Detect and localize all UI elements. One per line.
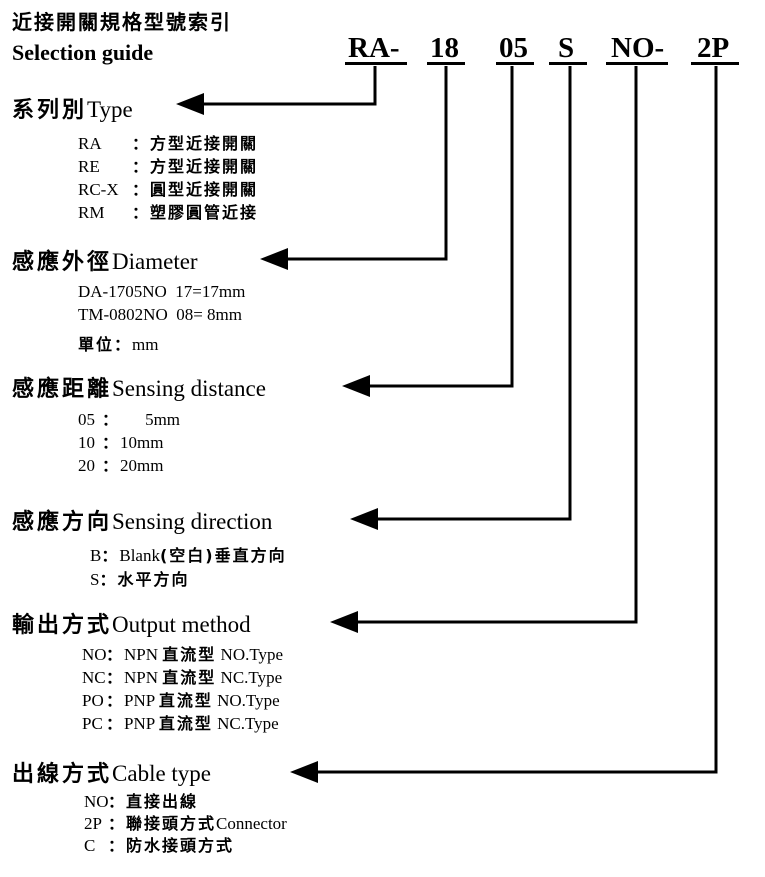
heading-zh: 感應距離 xyxy=(12,377,113,402)
list-item: PC：PNP 直流型 NC.Type xyxy=(82,714,279,733)
heading-en: Sensing distance xyxy=(112,376,266,401)
connector-line-distance xyxy=(366,66,514,388)
code-underline-distance xyxy=(496,62,534,65)
code-segment-diameter: 18 xyxy=(430,32,459,64)
list-item: TM-0802NO 08= 8mm xyxy=(78,305,242,324)
list-item: 單位：mm xyxy=(78,335,159,354)
arrow-head-diameter xyxy=(260,248,288,270)
title-chinese: 近接開關規格型號索引 xyxy=(12,10,232,34)
heading-en: Diameter xyxy=(112,249,198,274)
list-item: 05：5mm xyxy=(78,410,181,429)
code-segment-output: NO- xyxy=(611,32,665,64)
code-underline-series xyxy=(345,62,407,65)
section-type-heading: 系列別Type xyxy=(12,92,133,124)
connector-line-direction xyxy=(374,66,572,521)
section-distance-heading: 感應距離Sensing distance xyxy=(12,371,266,403)
list-item: NO：NPN 直流型 NO.Type xyxy=(82,645,284,664)
list-item: NC：NPN 直流型 NC.Type xyxy=(82,668,283,687)
heading-zh: 輸出方式 xyxy=(12,613,113,638)
heading-en: Sensing direction xyxy=(112,509,273,534)
code-segment-cable: 2P xyxy=(697,32,730,64)
list-item: S：水平方向 xyxy=(90,570,190,589)
heading-en: Output method xyxy=(112,612,251,637)
code-underline-cable xyxy=(691,62,739,65)
list-item: 2P：聯接頭方式Connector xyxy=(84,814,287,833)
connector-line-type xyxy=(200,66,377,106)
list-item: PO：PNP 直流型 NO.Type xyxy=(82,691,280,710)
heading-zh: 系列別 xyxy=(12,98,88,123)
code-underline-diameter xyxy=(427,62,465,65)
list-item: NO：直接出線 xyxy=(84,792,199,811)
code-segment-direction: S xyxy=(558,32,575,64)
arrow-head-output xyxy=(330,611,358,633)
list-item: 10：10mm xyxy=(78,433,164,452)
list-item: DA-1705NO 17=17mm xyxy=(78,282,246,301)
list-item: B：Blank(空白)垂直方向 xyxy=(90,546,287,565)
heading-zh: 出線方式 xyxy=(12,762,113,787)
list-item: 20：20mm xyxy=(78,456,164,475)
code-segment-distance: 05 xyxy=(499,32,528,64)
code-segment-series: RA- xyxy=(348,32,400,64)
arrow-head-direction xyxy=(350,508,378,530)
heading-zh: 感應方向 xyxy=(12,510,113,535)
connector-line-cable xyxy=(314,66,718,774)
heading-en: Type xyxy=(87,97,133,122)
section-cable-heading: 出線方式Cable type xyxy=(12,756,211,788)
title-english: Selection guide xyxy=(12,40,154,65)
heading-zh: 感應外徑 xyxy=(12,250,113,275)
code-underline-output xyxy=(606,62,668,65)
connector-line-output xyxy=(354,66,638,624)
arrow-head-distance xyxy=(342,375,370,397)
arrow-head-cable xyxy=(290,761,318,783)
list-item: RM：塑膠圓管近接 xyxy=(78,203,259,222)
list-item: C：防水接頭方式 xyxy=(84,836,235,855)
section-direction-heading: 感應方向Sensing direction xyxy=(12,504,272,536)
arrow-head-type xyxy=(176,93,204,115)
connector-line-diameter xyxy=(284,66,448,261)
list-item: RC-X：圓型近接開關 xyxy=(78,180,259,199)
section-output-heading: 輸出方式Output method xyxy=(12,607,251,639)
heading-en: Cable type xyxy=(112,761,212,786)
code-underline-direction xyxy=(549,62,587,65)
list-item: RA：方型近接開關 xyxy=(78,134,259,153)
list-item: RE：方型近接開關 xyxy=(78,157,259,176)
section-diameter-heading: 感應外徑Diameter xyxy=(12,244,198,276)
